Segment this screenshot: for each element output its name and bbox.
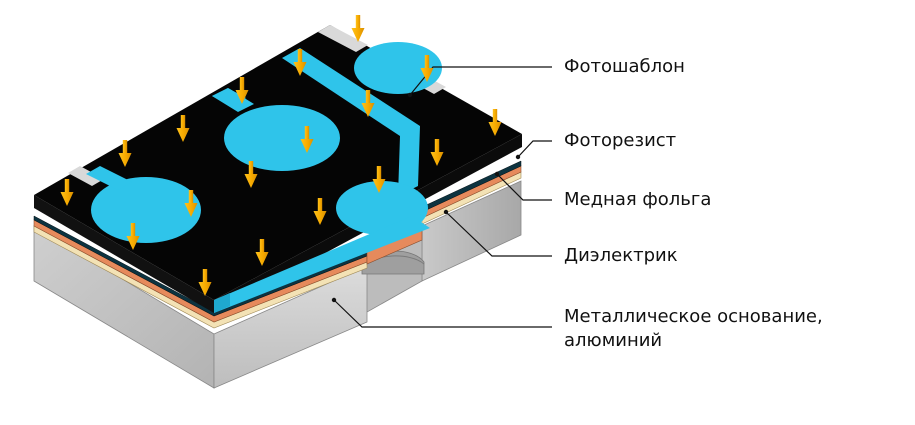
- leader-copper: [496, 173, 552, 201]
- trace-front: [214, 216, 430, 313]
- label-metal-base-line2: алюминий: [564, 330, 663, 351]
- label-metal-base-line1: Металлическое основание,: [564, 306, 823, 327]
- trace-pad-middle: [224, 105, 340, 171]
- label-photomask: Фотошаблон: [564, 56, 685, 77]
- photomask-front-edge: [34, 195, 214, 313]
- label-photoresist: Фоторезист: [564, 130, 677, 151]
- leader-photoresist: [517, 140, 552, 158]
- leader-lines: [331, 66, 552, 328]
- trace-pad-left: [91, 177, 201, 243]
- metal-base-front: [213, 265, 368, 389]
- leader-dielectric: [445, 211, 552, 257]
- metal-base: [33, 180, 522, 389]
- trace-pad-top: [354, 42, 442, 94]
- label-copper-foil: Медная фольга: [564, 189, 712, 210]
- leader-photomask: [409, 66, 552, 96]
- label-dielectric: Диэлектрик: [564, 245, 678, 266]
- label-metal-base: Металлическое основание, алюминий: [564, 305, 884, 353]
- leader-metal-base: [333, 299, 552, 328]
